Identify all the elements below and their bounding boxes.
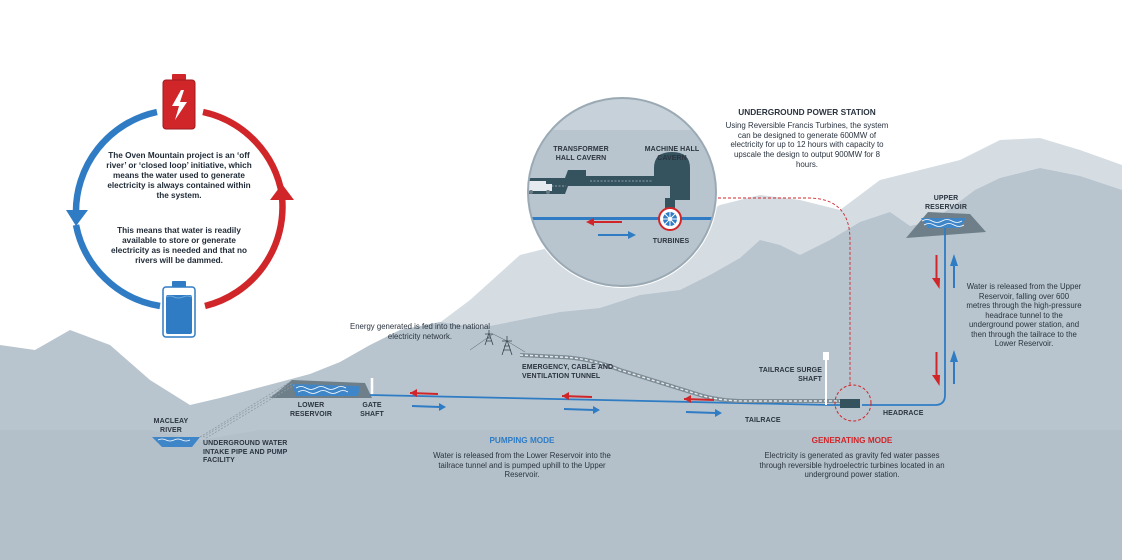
flow-arrows-headrace (932, 254, 958, 386)
pumping-mode-text: Water is released from the Lower Reservo… (433, 451, 611, 479)
pylon-icon (469, 330, 526, 356)
pumping-mode-title: PUMPING MODE (489, 436, 555, 445)
headrace-tunnel (862, 228, 946, 406)
macleay-river (152, 381, 297, 447)
intro-paragraph-2: This means that water is readily availab… (110, 226, 248, 265)
upper-reservoir-label: UPPER RESERVOIR (924, 195, 967, 211)
tailrace-label: TAILRACE (745, 417, 781, 424)
headrace-label: HEADRACE (883, 410, 924, 417)
turbines-label: TURBINES (652, 238, 690, 245)
battery-charging-icon (162, 74, 196, 130)
power-station-highlight (834, 384, 872, 422)
power-station-description: Using Reversible Francis Turbines, the s… (725, 121, 889, 169)
battery-full-icon (162, 281, 196, 338)
transformer-label: TRANSFORMER HALL CAVERN (553, 146, 609, 162)
power-station-block (840, 399, 860, 408)
generating-mode-text: Electricity is generated as gravity fed … (759, 451, 945, 479)
zoom-leader-line (718, 197, 851, 386)
intake-label: UNDERGROUND WATER INTAKE PIPE AND PUMP F… (203, 440, 288, 465)
upper-reservoir-note: Water is released from the Upper Reservo… (966, 282, 1082, 348)
macleay-river-label: MACLEAY RIVER (153, 418, 189, 434)
truck-icon (528, 181, 552, 194)
turbine-icon (658, 207, 682, 231)
cycle-arrows (66, 108, 294, 310)
lower-reservoir (270, 380, 372, 398)
energy-note: Energy generated is fed into the nationa… (350, 322, 491, 341)
machine-label: MACHINE HALL CAVERN (644, 146, 700, 162)
intro-paragraph-1: The Oven Mountain project is an ‘off riv… (106, 151, 252, 200)
gate-shaft-label: GATE SHAFT (360, 402, 384, 418)
tunnel-label: EMERGENCY, CABLE AND VENTILATION TUNNEL (522, 364, 614, 380)
generating-mode-title: GENERATING MODE (811, 436, 893, 445)
lower-reservoir-label: LOWER RESERVOIR (289, 402, 332, 418)
upper-reservoir (906, 212, 986, 238)
surge-shaft-label: TAILRACE SURGE SHAFT (758, 367, 822, 383)
zoom-circle (526, 96, 718, 288)
foreground-ground (0, 430, 1122, 560)
power-station-title: UNDERGROUND POWER STATION (738, 107, 876, 117)
flow-arrows-main (410, 389, 722, 417)
